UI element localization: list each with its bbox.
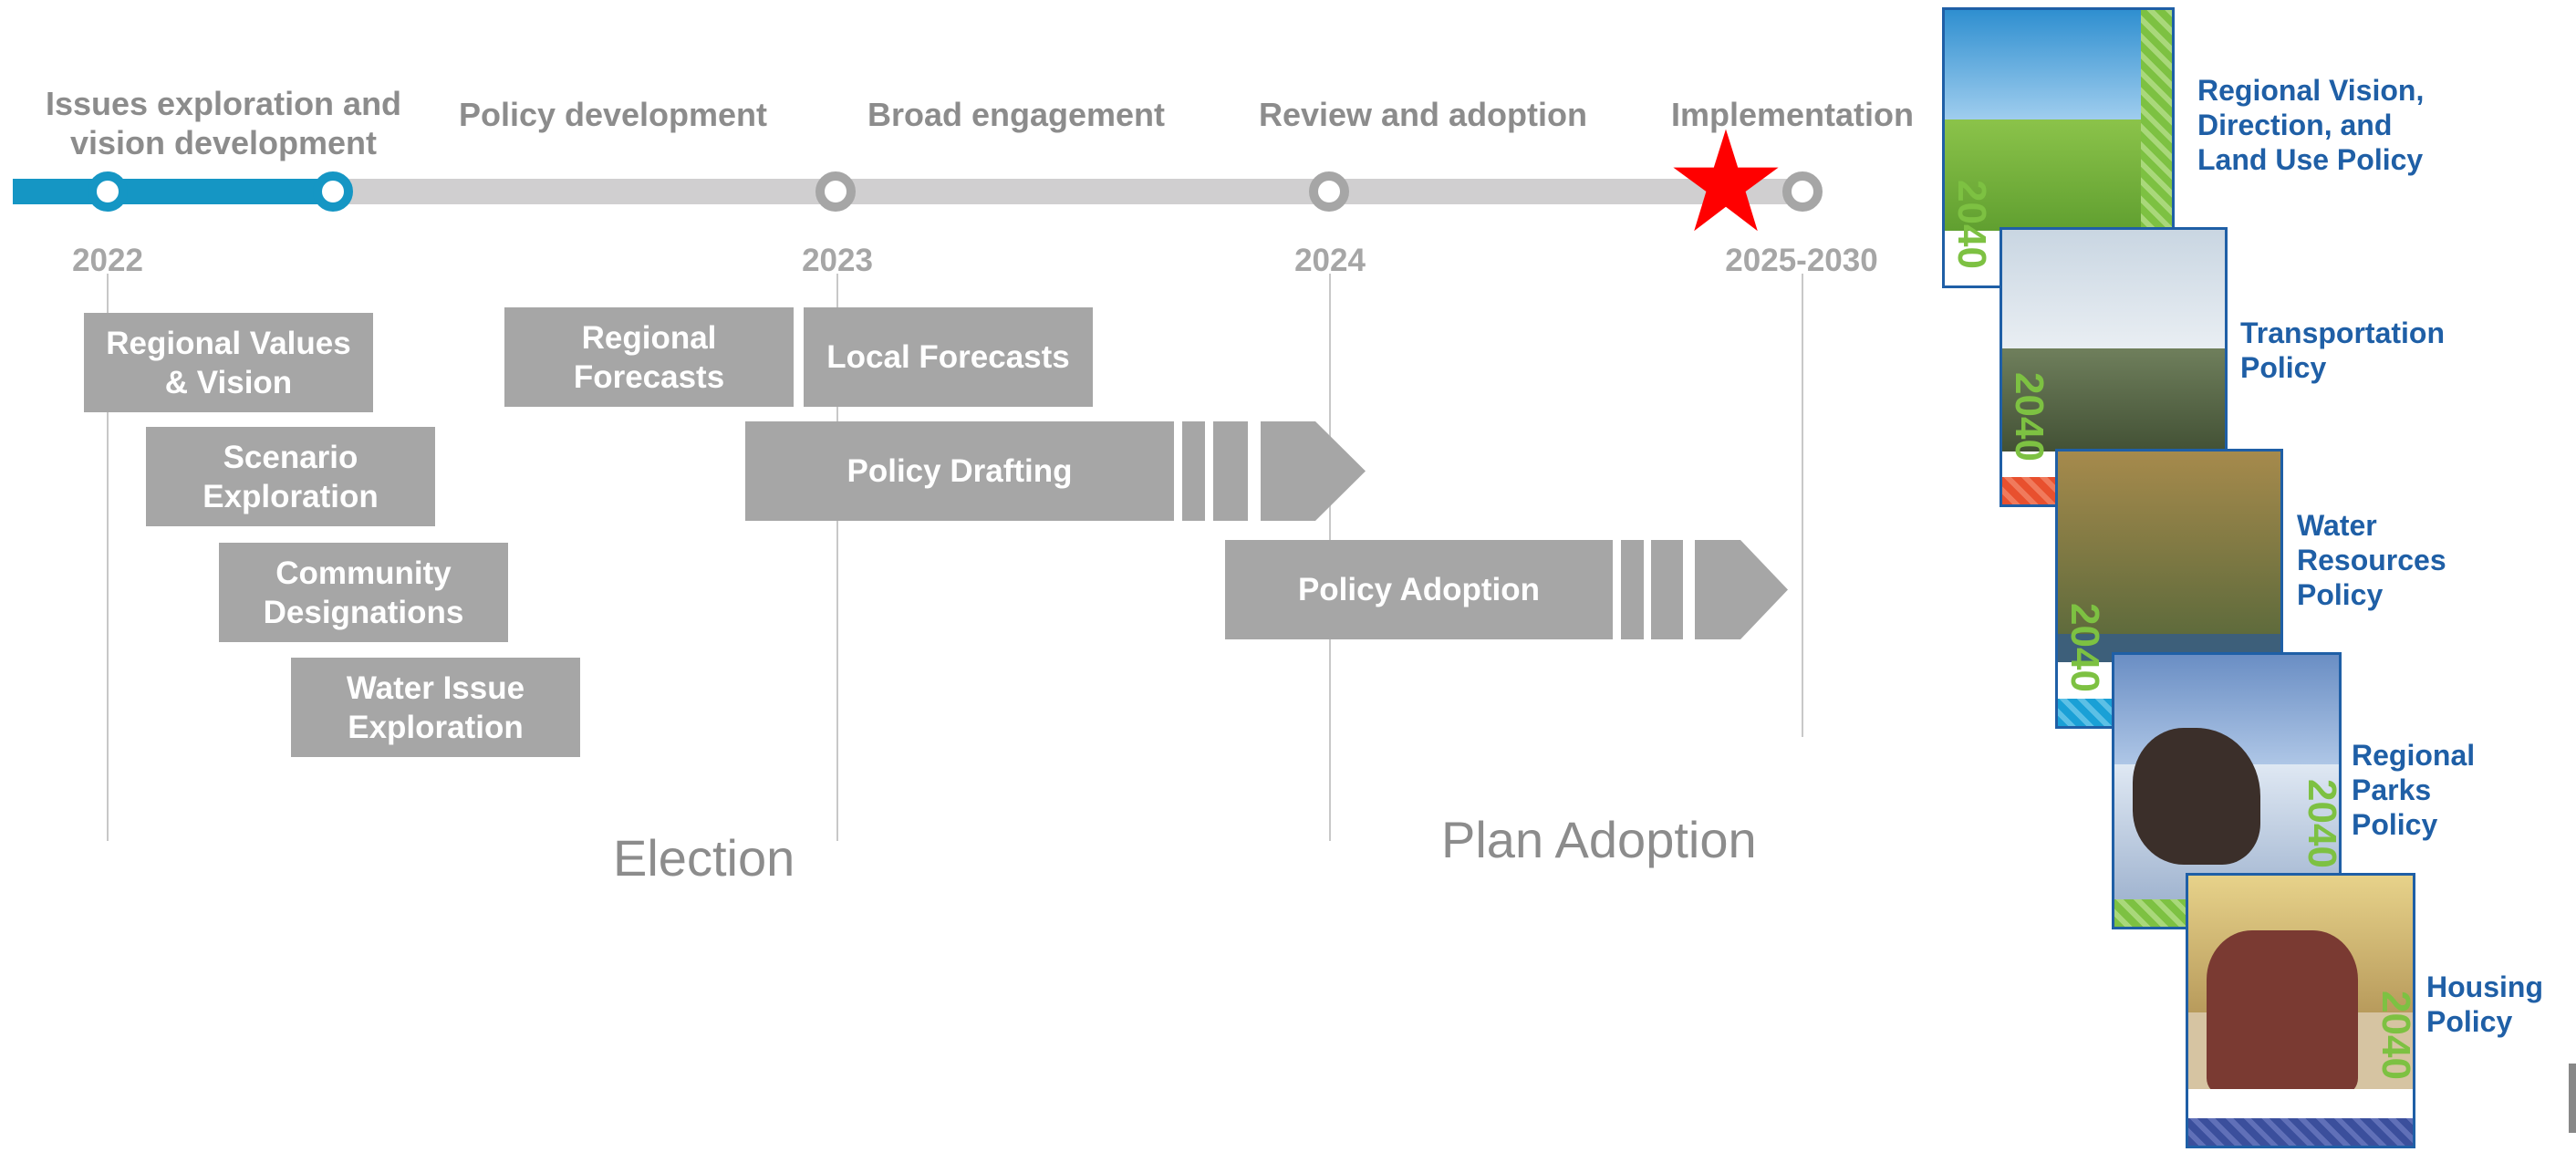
box-label-line1: Regional Values xyxy=(106,325,351,361)
year-2023: 2023 xyxy=(802,243,873,278)
doc-label-line3: Policy xyxy=(2297,578,2384,611)
cover-skyline xyxy=(2188,1089,2413,1118)
box-label-line2: Forecasts xyxy=(573,358,725,395)
cover-sledders xyxy=(2133,728,2260,865)
cover-sky xyxy=(1945,10,2172,119)
policy-adoption-arrowhead xyxy=(1695,540,1788,639)
box-label-line2: Exploration xyxy=(348,709,524,745)
cover-year-number: 2040 xyxy=(2300,779,2342,868)
regional-values-vision-box: Regional Values& Vision xyxy=(84,313,373,412)
policy-drafting-box: Policy Drafting xyxy=(745,421,1174,521)
timeline-progress xyxy=(13,179,334,204)
cover-year-number: 2040 xyxy=(2062,603,2107,692)
cover-year-number: 2040 xyxy=(2373,991,2415,1080)
policy-adoption-stripe xyxy=(1651,540,1683,639)
year-line-2025 xyxy=(1802,274,1803,737)
policy-drafting-stripe xyxy=(1213,421,1248,521)
doc-label-line3: Land Use Policy xyxy=(2197,143,2424,176)
cover-year-number: 2040 xyxy=(1948,180,1994,269)
box-label-line1: Regional xyxy=(581,319,717,356)
water-resources-label: Water Resources Policy xyxy=(2297,508,2446,612)
milestone-node-2023 xyxy=(815,171,856,212)
scroll-indicator[interactable] xyxy=(2569,1064,2576,1133)
milestone-node-2022-mid xyxy=(313,171,353,212)
housing-cover: 2040 xyxy=(2186,873,2415,1148)
milestone-node-2025 xyxy=(1782,171,1823,212)
box-label-line1: Water Issue xyxy=(346,669,525,706)
election-label: Election xyxy=(613,829,795,887)
doc-label-line2: Policy xyxy=(2426,1005,2513,1038)
year-2024: 2024 xyxy=(1294,243,1366,278)
plan-adoption-label: Plan Adoption xyxy=(1441,811,1757,868)
phase-implementation: Implementation xyxy=(1670,96,1915,133)
milestone-node-2022 xyxy=(88,171,128,212)
regional-vision-label: Regional Vision, Direction, and Land Use… xyxy=(2197,73,2424,177)
year-line-2022 xyxy=(107,274,109,841)
phase-broad-engagement: Broad engagement xyxy=(867,96,1166,133)
local-forecasts-box: Local Forecasts xyxy=(804,307,1093,407)
star-icon xyxy=(1673,129,1779,232)
phase-label-line2: vision development xyxy=(69,124,378,161)
milestone-node-2024 xyxy=(1309,171,1349,212)
cover-scene xyxy=(2058,451,2280,634)
doc-label-line1: Regional xyxy=(2352,739,2476,772)
box-label-line2: Exploration xyxy=(203,478,379,514)
cover-sky xyxy=(2002,230,2225,348)
doc-label-line2: Resources xyxy=(2297,544,2446,576)
doc-label-line2: Direction, and xyxy=(2197,109,2393,141)
policy-drafting-stripe xyxy=(1182,421,1205,521)
phase-review-adoption: Review and adoption xyxy=(1258,96,1588,133)
regional-parks-label: Regional Parks Policy xyxy=(2352,738,2475,842)
doc-label-line2: Policy xyxy=(2240,351,2327,384)
cover-grass xyxy=(1945,119,2172,247)
doc-label-line1: Housing xyxy=(2426,970,2543,1003)
doc-label-line1: Regional Vision, xyxy=(2197,74,2425,107)
box-label-line1: Scenario xyxy=(223,439,358,475)
doc-label-line3: Policy xyxy=(2352,808,2438,841)
policy-adoption-stripe xyxy=(1621,540,1644,639)
year-line-2023 xyxy=(836,274,838,841)
doc-label-line2: Parks xyxy=(2352,773,2432,806)
phase-policy-development: Policy development xyxy=(458,96,768,133)
transportation-label: Transportation Policy xyxy=(2240,316,2445,385)
doc-label-line1: Transportation xyxy=(2240,317,2446,349)
policy-adoption-box: Policy Adoption xyxy=(1225,540,1613,639)
box-label-line1: Community xyxy=(275,555,452,591)
year-2025-2030: 2025-2030 xyxy=(1725,243,1878,278)
doc-label-line1: Water xyxy=(2297,509,2377,542)
box-label-line2: & Vision xyxy=(164,364,293,400)
water-resources-cover: 2040 xyxy=(2055,449,2283,729)
phase-issues-exploration: Issues exploration and vision developmen… xyxy=(27,84,420,162)
cover-band xyxy=(2188,1118,2413,1146)
cover-scene xyxy=(2002,348,2225,467)
cover-year-number: 2040 xyxy=(2006,372,2051,462)
cover-people xyxy=(2207,930,2358,1095)
housing-label: Housing Policy xyxy=(2426,970,2543,1039)
policy-drafting-arrowhead xyxy=(1261,421,1366,521)
year-2022: 2022 xyxy=(72,243,143,278)
phase-label-line1: Issues exploration and xyxy=(45,85,402,122)
box-label-line2: Designations xyxy=(263,594,464,630)
regional-parks-cover: 2040 xyxy=(2112,652,2342,929)
